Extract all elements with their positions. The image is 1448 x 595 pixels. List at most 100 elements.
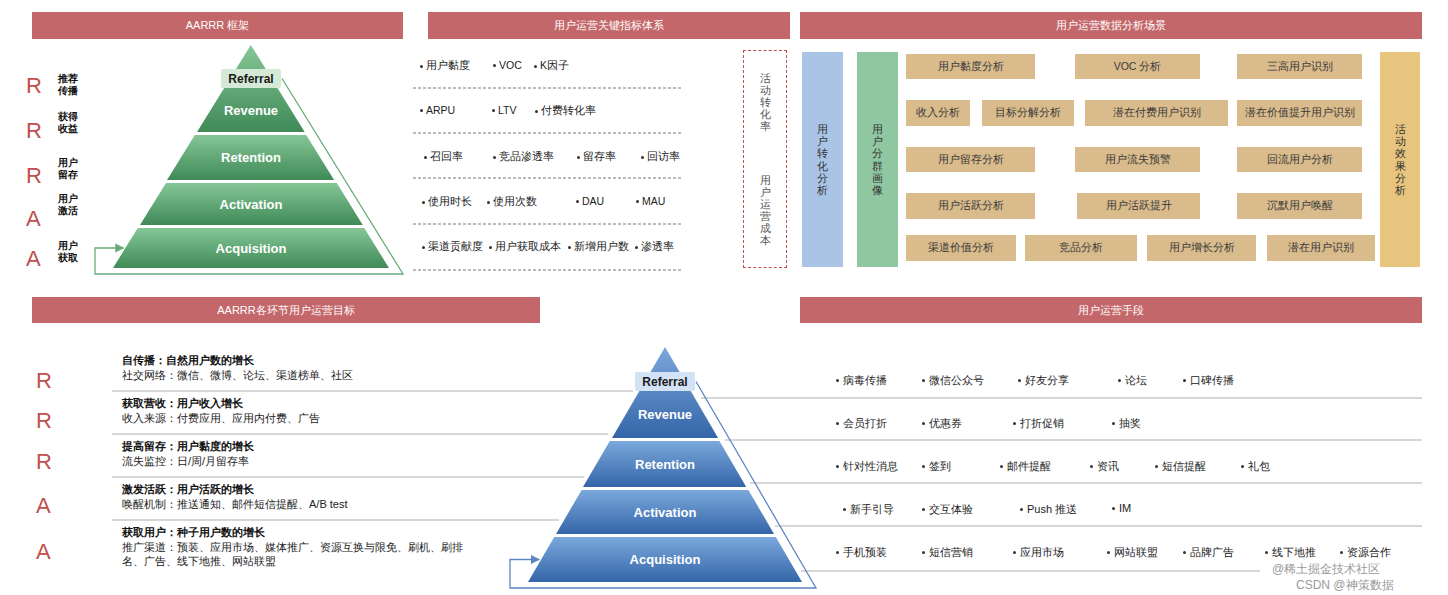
- bullet-dot: [922, 508, 925, 511]
- node-text: Referral: [642, 375, 687, 389]
- bullet-dot: [1183, 551, 1186, 554]
- stage-label: 用户获取: [58, 240, 79, 263]
- pyramid-layer-fill: [612, 347, 718, 438]
- bullet-dot: [489, 246, 492, 249]
- node-text: 用户运营手段: [1078, 303, 1144, 318]
- pyramid-layer-fill: [556, 490, 774, 534]
- node-text: Retention: [221, 150, 281, 165]
- tactic-item: 礼包: [1248, 459, 1270, 474]
- bullet-dot: [836, 465, 839, 468]
- node-text: 收入分析: [916, 106, 960, 120]
- goal-heading: 自传播：自然用户数的增长: [122, 353, 254, 368]
- node-text: 用户活跃提升: [1106, 199, 1172, 213]
- node-text: VOC 分析: [1114, 60, 1162, 74]
- node-text: 潜在付费用户识别: [1113, 106, 1201, 120]
- node-text: 用户活跃分析: [938, 199, 1004, 213]
- node-text: 潜在用户识别: [1288, 241, 1354, 255]
- pyramid-layer: Acquisition: [113, 228, 389, 268]
- bullet-dot: [1020, 508, 1023, 511]
- bullet-dot: [422, 201, 425, 204]
- bullet-dot: [1090, 465, 1093, 468]
- section-header: AARRR各环节用户运营目标: [32, 297, 540, 323]
- node-text: 用户运营数据分析场景: [1056, 18, 1166, 33]
- stage-label: 用户留存: [58, 157, 79, 180]
- tactic-item: 品牌广告: [1190, 545, 1234, 560]
- bullet-dot: [641, 156, 644, 159]
- stage-letter: R: [26, 75, 42, 97]
- stage-label: 用户激活: [58, 193, 79, 216]
- metric-item: 召回率: [430, 150, 463, 164]
- analysis-box: 用户活跃提升: [1077, 193, 1200, 219]
- bullet-dot: [836, 551, 839, 554]
- node-text: 沉默用户唤醒: [1267, 199, 1333, 213]
- analysis-box: 沉默用户唤醒: [1237, 193, 1362, 219]
- stage-letter: R: [36, 370, 52, 392]
- goal-detail: 唤醒机制：推送通知、邮件短信提醒、A/B test: [122, 497, 467, 511]
- analysis-box: 目标分解分析: [982, 100, 1074, 126]
- tactic-item: 会员打折: [843, 416, 887, 431]
- pyramid-layer: Revenue: [612, 347, 718, 438]
- analysis-column: 活动效果分析: [1380, 52, 1420, 267]
- bullet-dot: [922, 422, 925, 425]
- pyramid-layer-shape: [612, 347, 718, 438]
- bullet-dot: [1107, 551, 1110, 554]
- metric-item: 新增用户数: [574, 240, 629, 254]
- stage-letter: R: [26, 120, 42, 142]
- bullet-dot: [843, 508, 846, 511]
- watermark: CSDN @神策数据: [1296, 577, 1394, 594]
- stage-letter: A: [36, 495, 51, 517]
- tactic-item: 交互体验: [929, 502, 973, 517]
- pyramid-layer-fill: [197, 45, 305, 132]
- stage-label: 获得收益: [58, 111, 79, 134]
- stage-letter: R: [36, 451, 52, 473]
- bullet-dot: [1183, 379, 1186, 382]
- node-text: 用户留存分析: [938, 153, 1004, 167]
- tactic-item: Push 推送: [1027, 502, 1077, 517]
- metric-item: 回访率: [647, 150, 680, 164]
- tactic-item: 邮件提醒: [1007, 459, 1051, 474]
- bullet-dot: [635, 246, 638, 249]
- analysis-box: 潜在付费用户识别: [1085, 100, 1228, 126]
- node-text: Retention: [635, 457, 695, 472]
- analysis-box: 回流用户分析: [1237, 147, 1362, 172]
- node-text: Activation: [220, 197, 283, 212]
- tactic-item: IM: [1119, 502, 1131, 514]
- goal-detail: 社交网络：微信、微博、论坛、渠道榜单、社区: [122, 368, 467, 382]
- goal-heading: 提高留存：用户黏度的增长: [122, 439, 254, 454]
- tactic-item: 口碑传播: [1190, 373, 1234, 388]
- tactic-item: 病毒传播: [843, 373, 887, 388]
- node-text: Acquisition: [216, 241, 287, 256]
- tactic-item: 优惠券: [929, 416, 962, 431]
- analysis-box: 潜在价值提升用户识别: [1237, 100, 1362, 126]
- tactic-item: 针对性消息: [843, 459, 898, 474]
- bullet-dot: [1018, 379, 1021, 382]
- node-text: 目标分解分析: [995, 106, 1061, 120]
- stage-letter: A: [36, 541, 51, 563]
- pyramid-layer-fill: [583, 441, 746, 487]
- section-header: 用户运营手段: [800, 297, 1422, 323]
- node-text: AARRR各环节用户运营目标: [217, 303, 355, 318]
- goal-detail: 收入来源：付费应用、应用内付费、广告: [122, 411, 467, 425]
- node-text: 渠道价值分析: [928, 241, 994, 255]
- tactic-item: 短信提醒: [1162, 459, 1206, 474]
- bullet-dot: [922, 379, 925, 382]
- goal-heading: 获取用户：种子用户数的增长: [122, 525, 265, 540]
- node-text: 用户运营关键指标体系: [554, 18, 664, 33]
- analysis-box: 潜在用户识别: [1267, 235, 1375, 261]
- metric-item: 用户获取成本: [495, 240, 561, 254]
- metric-item: LTV: [498, 104, 516, 116]
- node-text: 用户转化分析: [817, 123, 828, 196]
- goal-detail: 推广渠道：预装、应用市场、媒体推广、资源互换与限免、刷机、刷排名、广告、线下地推…: [122, 540, 467, 569]
- analysis-box: 用户黏度分析: [906, 54, 1035, 79]
- pyramid-layer: Retention: [167, 135, 334, 180]
- node-text: 三高用户识别: [1267, 60, 1333, 74]
- bullet-dot: [922, 551, 925, 554]
- pyramid-layer-fill: [140, 183, 363, 225]
- metric-item: MAU: [642, 195, 665, 207]
- node-text: 回流用户分析: [1267, 153, 1333, 167]
- tactic-item: 短信营销: [929, 545, 973, 560]
- bullet-dot: [493, 64, 496, 67]
- bullet-dot: [487, 201, 490, 204]
- analysis-box: 用户留存分析: [906, 147, 1035, 172]
- metric-item: DAU: [582, 195, 604, 207]
